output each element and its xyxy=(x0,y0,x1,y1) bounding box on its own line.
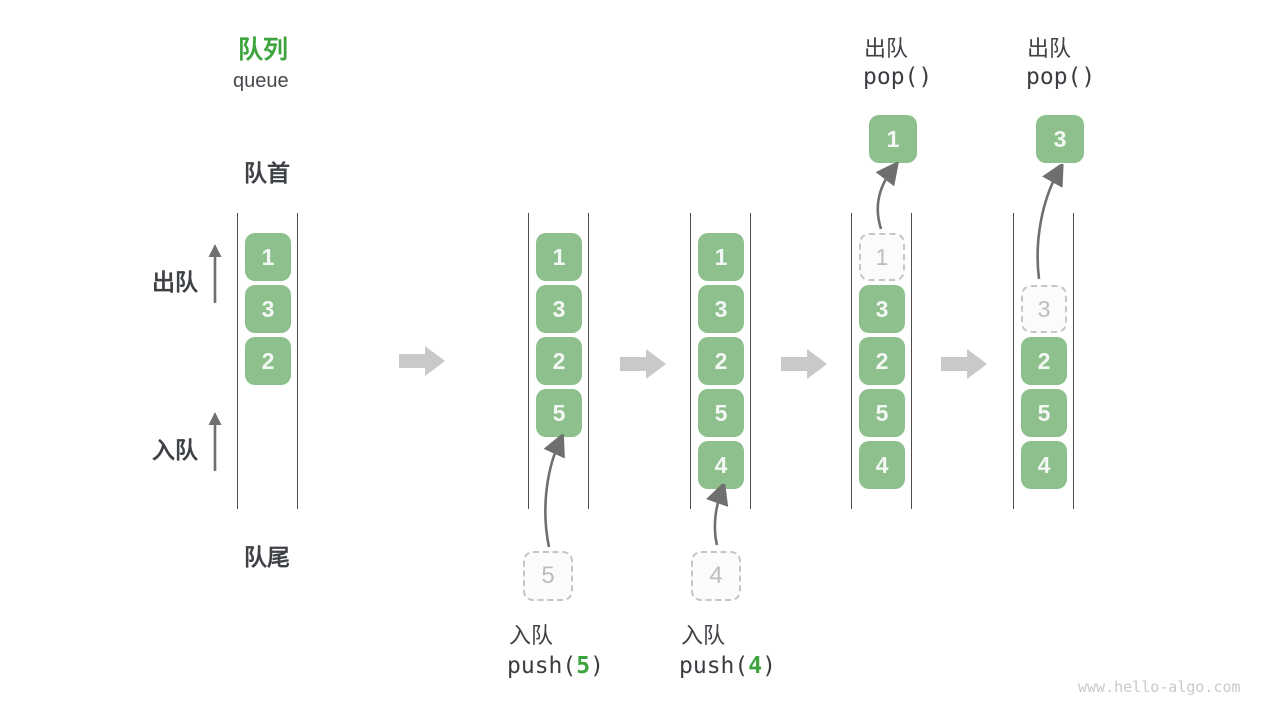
code-arg: 5 xyxy=(576,653,591,679)
code-fn: push( xyxy=(679,653,749,679)
queue-cell: 2 xyxy=(245,337,291,385)
queue-cell: 3 xyxy=(859,285,905,333)
code-close: ) xyxy=(762,653,776,679)
pop-op-code: pop() xyxy=(1026,64,1096,90)
enqueue-op-label: 入队 xyxy=(681,623,726,648)
queue-cell: 5 xyxy=(698,389,744,437)
enqueue-op-label: 入队 xyxy=(509,623,554,648)
dequeue-direction-arrow-icon xyxy=(208,244,222,303)
watermark: www.hello-algo.com xyxy=(1078,678,1241,696)
queue-rail-2: 1 3 2 5 xyxy=(528,213,589,509)
flow-arrow-icon xyxy=(941,349,987,379)
dequeue-side-label: 出队 xyxy=(152,269,198,295)
flow-arrow-icon xyxy=(399,346,445,376)
enqueue-side-label: 入队 xyxy=(152,437,198,463)
staging-cell: 5 xyxy=(523,551,573,601)
page-title: 队列 xyxy=(238,36,289,64)
queue-cell: 4 xyxy=(1021,441,1067,489)
code-fn: push( xyxy=(507,653,577,679)
queue-cell: 3 xyxy=(536,285,582,333)
queue-cell: 5 xyxy=(1021,389,1067,437)
enqueue-op-code: push(5) xyxy=(507,653,604,679)
pop-op-code: pop() xyxy=(863,64,933,90)
popped-cell: 3 xyxy=(1036,115,1084,163)
code-arg: 4 xyxy=(748,653,763,679)
queue-cell: 3 xyxy=(698,285,744,333)
queue-rail-4: 1 3 2 5 4 xyxy=(851,213,912,509)
enqueue-op-code: push(4) xyxy=(679,653,776,679)
code-close: ) xyxy=(590,653,604,679)
flow-arrow-icon xyxy=(781,349,827,379)
queue-cell: 4 xyxy=(859,441,905,489)
staging-cell: 4 xyxy=(691,551,741,601)
queue-cell-removed: 3 xyxy=(1021,285,1067,333)
queue-cell: 1 xyxy=(245,233,291,281)
queue-cell: 2 xyxy=(536,337,582,385)
enqueue-arrow-icon xyxy=(543,434,565,548)
flow-arrow-icon xyxy=(620,349,666,379)
enqueue-arrow-icon xyxy=(706,484,729,546)
queue-cell: 2 xyxy=(698,337,744,385)
queue-cell: 5 xyxy=(859,389,905,437)
popped-cell: 1 xyxy=(869,115,917,163)
pop-op-label: 出队 xyxy=(864,36,909,61)
rear-label: 队尾 xyxy=(244,544,290,570)
queue-cell: 1 xyxy=(536,233,582,281)
queue-rail-5: 3 2 5 4 xyxy=(1013,213,1074,509)
queue-rail-1: 1 3 2 xyxy=(237,213,298,509)
queue-cell: 3 xyxy=(245,285,291,333)
pop-arrow-icon xyxy=(875,162,900,230)
queue-cell: 4 xyxy=(698,441,744,489)
front-label: 队首 xyxy=(244,160,290,186)
page-subtitle: queue xyxy=(233,70,289,92)
queue-rail-3: 1 3 2 5 4 xyxy=(690,213,751,509)
pop-arrow-icon xyxy=(1036,164,1064,280)
pop-op-label: 出队 xyxy=(1027,36,1072,61)
enqueue-direction-arrow-icon xyxy=(208,412,222,471)
queue-cell: 2 xyxy=(1021,337,1067,385)
queue-cell-removed: 1 xyxy=(859,233,905,281)
queue-cell: 1 xyxy=(698,233,744,281)
queue-cell: 2 xyxy=(859,337,905,385)
queue-cell: 5 xyxy=(536,389,582,437)
